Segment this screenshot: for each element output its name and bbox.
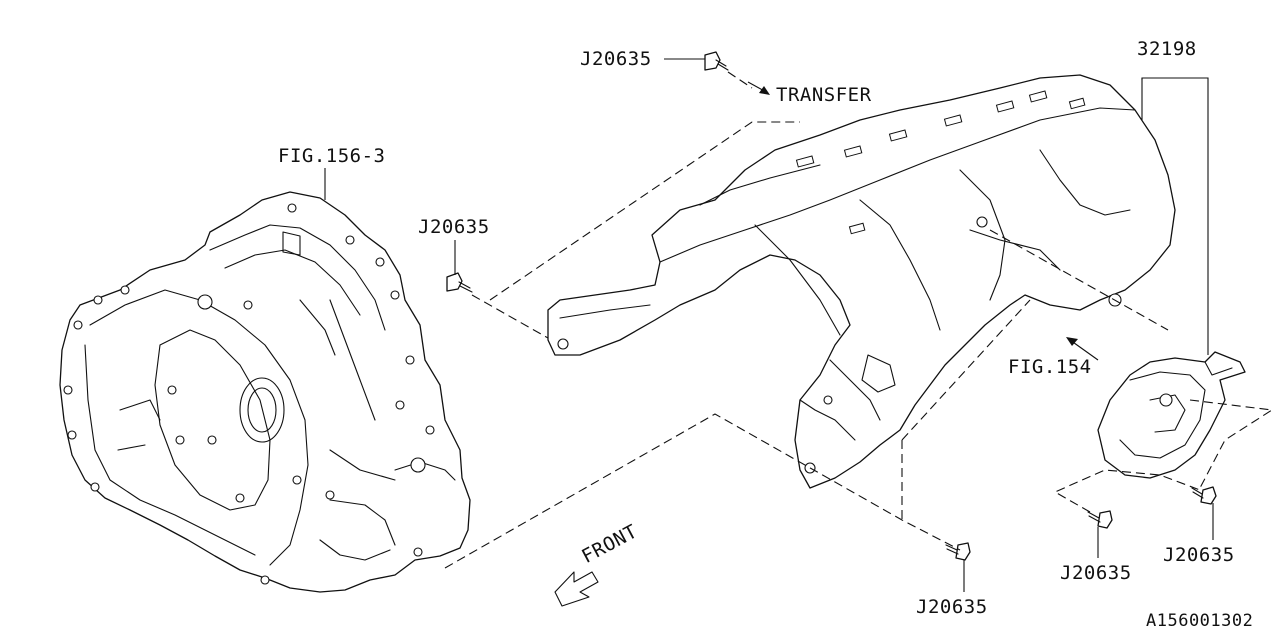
fig-156-3-label: FIG.156-3 — [278, 145, 386, 167]
assembly-dashed-lines — [444, 71, 1274, 569]
bolt-bottom-right-a-label: J20635 — [1060, 562, 1132, 584]
bolt-bottom-center — [945, 542, 971, 561]
diagram-code-label: A156001302 — [1146, 611, 1254, 631]
bolt-bottom-right-b — [1191, 486, 1217, 505]
part-32198-label: 32198 — [1137, 38, 1197, 60]
bolt-top-label: J20635 — [580, 48, 652, 70]
mount-bracket — [1097, 351, 1246, 479]
fig-154-arrow — [1066, 337, 1099, 361]
bolt-bottom-right-b-label: J20635 — [1163, 544, 1235, 566]
bolt-bottom-right-a — [1087, 510, 1113, 529]
transmission-case — [59, 191, 471, 593]
bolt-left-label: J20635 — [418, 216, 490, 238]
front-arrow — [554, 571, 599, 607]
transmission-crossmember — [547, 74, 1176, 489]
transfer-label: TRANSFER — [776, 84, 872, 106]
bolt-left — [446, 272, 473, 293]
transfer-arrow — [747, 81, 770, 95]
fig-154-label: FIG.154 — [1008, 356, 1092, 378]
leader-lines — [324, 58, 1214, 592]
bolt-bottom-center-label: J20635 — [916, 596, 988, 618]
bolt-top — [704, 51, 729, 71]
